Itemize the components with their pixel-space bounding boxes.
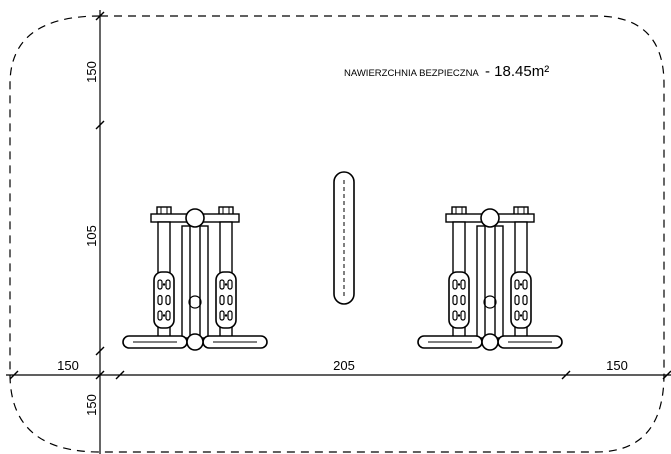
dim-top-clearance: 150: [84, 61, 99, 83]
horizontal-dimension-line: [6, 370, 671, 380]
dim-right-clearance: 150: [606, 358, 628, 373]
dim-bottom-clearance: 150: [84, 394, 99, 416]
area-value: - 18.45m²: [485, 63, 549, 80]
dim-equipment-width: 205: [333, 358, 355, 373]
stepper-unit-right: [418, 207, 562, 350]
area-label: NAWIERZCHNIA BEZPIECZNA: [344, 68, 479, 79]
safety-area-boundary: [9, 15, 665, 453]
stepper-unit-left: [123, 207, 267, 350]
dim-equipment-depth: 105: [84, 225, 99, 247]
center-post: [333, 171, 355, 305]
dim-left-clearance: 150: [57, 358, 79, 373]
